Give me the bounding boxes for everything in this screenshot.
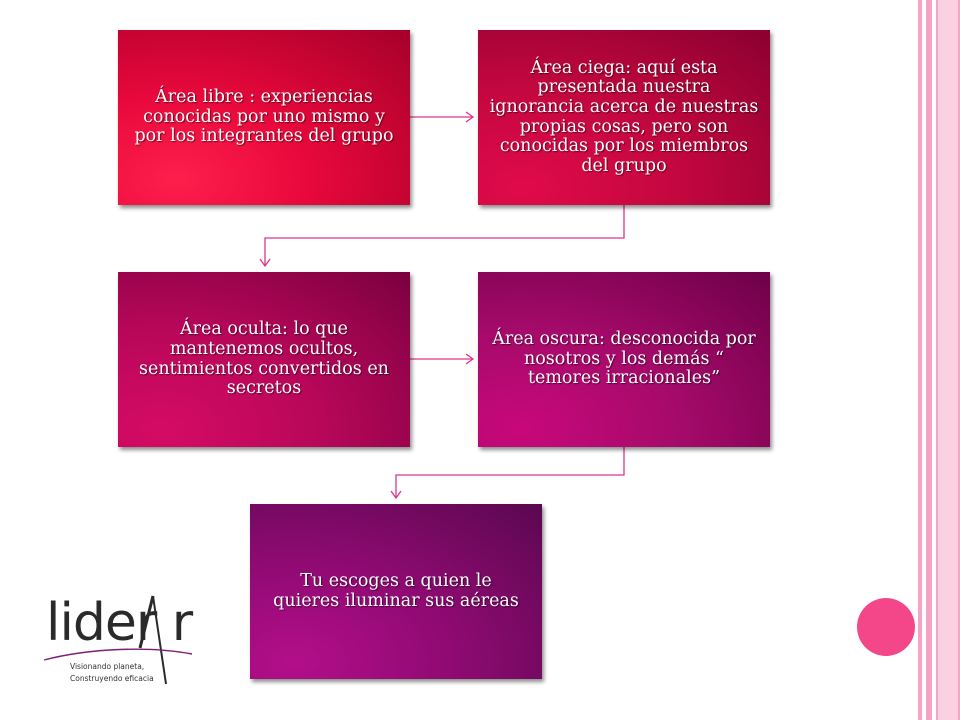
- box-tu-escoges: Tu escoges a quien le quieres iluminar s…: [250, 504, 542, 679]
- logo-a-mark-icon: [43, 595, 193, 685]
- box-area-oscura: Área oscura: desconocida por nosotros y …: [478, 272, 770, 447]
- logo-tagline-2: Construyendo eficacia: [70, 674, 154, 683]
- connector-2-3: [264, 205, 625, 266]
- box-area-libre-text: Área libre : experiencias conocidas por …: [134, 87, 394, 147]
- box-area-libre: Área libre : experiencias conocidas por …: [118, 30, 410, 205]
- box-area-ciega: Área ciega: aquí esta presentada nuestra…: [478, 30, 770, 205]
- box-tu-escoges-text: Tu escoges a quien le quieres iluminar s…: [273, 570, 519, 611]
- stripe-3: [936, 0, 960, 720]
- box-area-oculta: Área oculta: lo que mantenemos ocultos, …: [118, 272, 410, 447]
- pink-circle-decoration: [857, 598, 915, 656]
- arrow-head-1-2: [465, 111, 475, 123]
- liderar-logo: lider r Visionando planeta, Construyendo…: [40, 588, 196, 688]
- stripe-2: [926, 0, 932, 720]
- logo-tagline-1: Visionando planeta,: [70, 662, 145, 671]
- arrow-head-4-5: [390, 490, 402, 500]
- arrow-head-3-4: [465, 353, 475, 365]
- box-area-oculta-text: Área oculta: lo que mantenemos ocultos, …: [139, 319, 389, 399]
- box-area-ciega-text: Área ciega: aquí esta presentada nuestra…: [489, 57, 759, 176]
- connector-4-5: [395, 447, 625, 498]
- stripe-1: [918, 0, 922, 720]
- arrow-head-2-3: [259, 258, 271, 268]
- logo-wordmark: lider r: [46, 593, 193, 653]
- box-area-oscura-text: Área oscura: desconocida por nosotros y …: [492, 329, 756, 389]
